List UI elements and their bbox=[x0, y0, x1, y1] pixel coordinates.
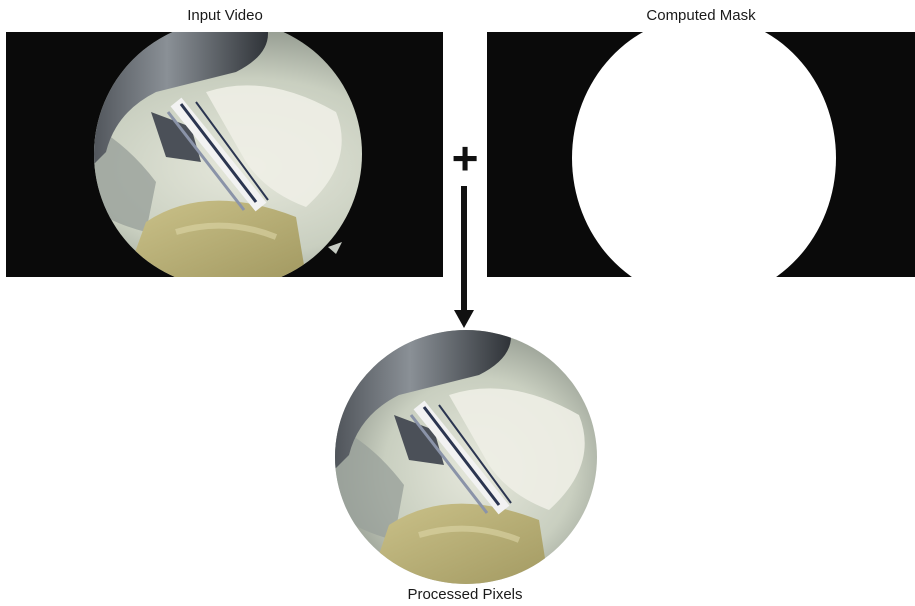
plus-operator: + bbox=[444, 133, 486, 183]
processed-pixels-label: Processed Pixels bbox=[360, 586, 570, 603]
arrow-shaft bbox=[461, 186, 467, 314]
down-arrow bbox=[452, 186, 476, 330]
arrow-head bbox=[454, 310, 474, 328]
input-video-frame bbox=[6, 32, 443, 277]
input-video-label: Input Video bbox=[120, 7, 330, 24]
arthroscopy-image bbox=[6, 32, 443, 277]
computed-mask-frame bbox=[487, 32, 915, 277]
mask-circle bbox=[487, 32, 915, 277]
computed-mask-label: Computed Mask bbox=[596, 7, 806, 24]
processed-pixels-image bbox=[334, 330, 598, 584]
